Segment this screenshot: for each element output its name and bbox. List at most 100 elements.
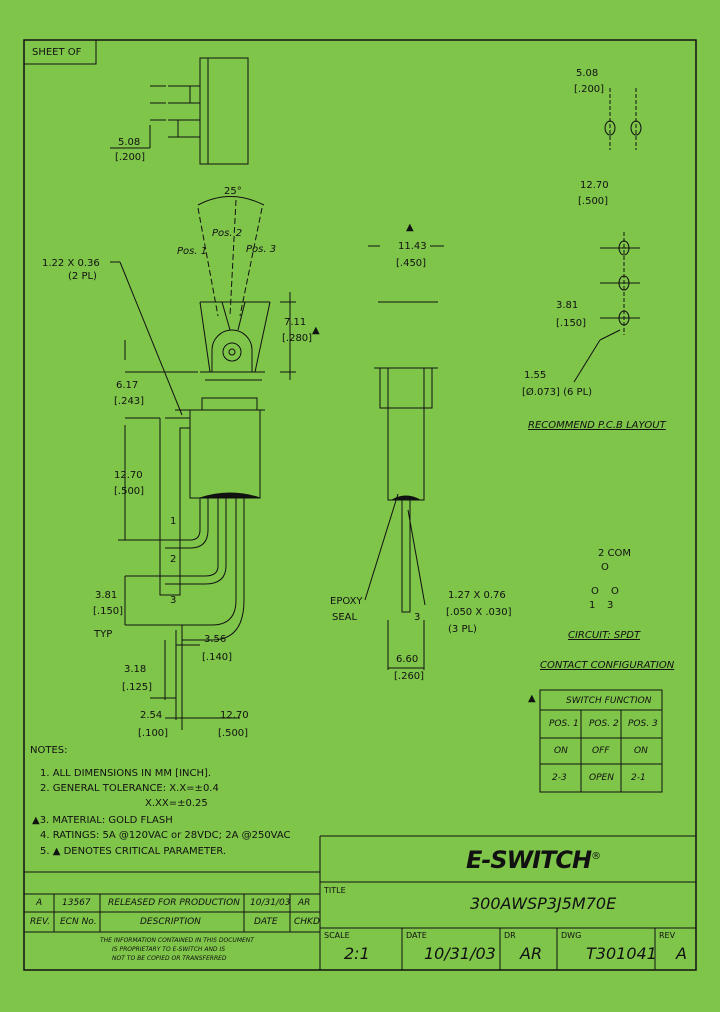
dim-356-in: [.140]: [202, 652, 233, 663]
dim-660-in: [.260]: [394, 671, 425, 682]
scale-value: 2:1: [344, 944, 370, 963]
dim-pin2-mm: 1.27 X 0.76: [448, 590, 506, 601]
pcb-381-mm: 3.81: [556, 300, 579, 311]
circuit-title: CIRCUIT: SPDT: [568, 630, 641, 641]
pcb-508-mm: 5.08: [576, 68, 599, 79]
note-2: 2. GENERAL TOLERANCE: X.X=±0.4: [40, 783, 219, 794]
note-4: 4. RATINGS: 5A @120VAC or 28VDC; 2A @250…: [40, 830, 291, 841]
rev-value: A: [676, 944, 687, 963]
td-r1c1: ON: [554, 746, 568, 756]
rev-chkd: AR: [298, 898, 311, 908]
rev-ecn: 13567: [62, 898, 91, 908]
notes-title: NOTES:: [30, 745, 68, 756]
dim-381-in: [.150]: [93, 606, 124, 617]
critical-mark-1: ▲: [312, 325, 320, 336]
pcb-155-in: [Ø.073] (6 PL): [522, 387, 593, 398]
dim-pin-mm: 1.22 X 0.36: [42, 258, 100, 269]
head-desc: DESCRIPTION: [140, 917, 201, 927]
date-value: 10/31/03: [424, 944, 496, 963]
dim-1270b-mm: 12.70: [220, 710, 249, 721]
dim-254-mm: 2.54: [140, 710, 163, 721]
dim-pin2-in: [.050 X .030]: [446, 607, 512, 618]
contact-title: CONTACT CONFIGURATION: [540, 660, 675, 671]
rev-date: 10/31/03: [250, 898, 291, 908]
dr-label: DR: [504, 931, 516, 940]
dim-pin2-pl: (3 PL): [448, 624, 477, 635]
switch-table-title: SWITCH FUNCTION: [566, 696, 652, 706]
title-label: TITLE: [324, 886, 346, 895]
label-epoxy: EPOXY: [330, 596, 363, 607]
dim-508-mm: 5.08: [118, 137, 141, 148]
td-r2c3: 2-1: [631, 773, 646, 783]
note-2b: X.XX=±0.25: [145, 798, 208, 809]
dim-711-mm: 7.11: [284, 317, 307, 328]
dim-617-mm: 6.17: [116, 380, 139, 391]
term-3: 3: [170, 595, 177, 606]
rev-a: A: [36, 898, 43, 908]
dwg-label: DWG: [561, 931, 582, 940]
circuit-n3: 3: [607, 600, 614, 611]
term-2: 2: [170, 554, 177, 565]
th-pos1: POS. 1: [549, 719, 579, 729]
dim-typ: TYP: [94, 629, 113, 640]
company-logo: E-SWITCH®: [466, 846, 601, 874]
pcb-1270-mm: 12.70: [580, 180, 609, 191]
dim-381-mm: 3.81: [95, 590, 118, 601]
dim-1143-mm: 11.43: [398, 241, 427, 252]
dim-711-in: [.280]: [282, 333, 313, 344]
td-r1c3: ON: [634, 746, 648, 756]
pcb-155-mm: 1.55: [524, 370, 547, 381]
th-pos2: POS. 2: [589, 719, 619, 729]
critical-mark-3: ▲: [528, 693, 536, 704]
date-label: DATE: [406, 931, 427, 940]
td-r2c1: 2-3: [552, 773, 567, 783]
critical-mark-2: ▲: [406, 222, 414, 233]
pcb-508-in: [.200]: [574, 84, 605, 95]
circuit-o2: O: [591, 586, 599, 597]
dim-angle: 25°: [224, 186, 242, 197]
pcb-1270-in: [.500]: [578, 196, 609, 207]
proprietary-2: IS PROPRIETARY TO E-SWITCH AND IS: [112, 946, 226, 953]
pcb-title: RECOMMEND P.C.B LAYOUT: [528, 420, 666, 431]
note-5: 5. ▲ DENOTES CRITICAL PARAMETER.: [40, 846, 227, 857]
td-r1c2: OFF: [592, 746, 610, 756]
dim-1270b-in: [.500]: [218, 728, 249, 739]
head-ecn: ECN No.: [60, 917, 97, 927]
label-pos3: Pos. 3: [246, 244, 277, 255]
dr-value: AR: [520, 944, 543, 963]
th-pos3: POS. 3: [628, 719, 658, 729]
dim-660-mm: 6.60: [396, 654, 419, 665]
label-pos1: Pos. 1: [177, 246, 208, 257]
dim-1143-in: [.450]: [396, 258, 427, 269]
circuit-o3: O: [611, 586, 619, 597]
head-rev: REV.: [30, 917, 50, 927]
dim-508-in: [.200]: [115, 152, 146, 163]
circuit-n1: 1: [589, 600, 596, 611]
circuit-o1: O: [601, 562, 609, 573]
circuit-com: 2 COM: [598, 548, 632, 559]
title-value: 300AWSP3J5M70E: [470, 894, 617, 913]
label-pos2: Pos. 2: [212, 228, 243, 239]
dwg-value: T301041: [586, 944, 657, 963]
dim-318-in: [.125]: [122, 682, 153, 693]
note-3: ▲3. MATERIAL: GOLD FLASH: [32, 815, 173, 826]
head-date: DATE: [254, 917, 278, 927]
dim-1270-mm: 12.70: [114, 470, 143, 481]
note-1: 1. ALL DIMENSIONS IN MM [INCH].: [40, 768, 212, 779]
label-seal: SEAL: [332, 612, 358, 623]
dim-pin-pl: (2 PL): [68, 271, 97, 282]
head-chkd: CHKD: [294, 917, 320, 927]
scale-label: SCALE: [324, 931, 350, 940]
sheet-label: SHEET OF: [32, 47, 82, 58]
dim-1270-in: [.500]: [114, 486, 145, 497]
pin-3-label: 3: [414, 612, 421, 623]
rev-desc: RELEASED FOR PRODUCTION: [108, 898, 240, 908]
rev-label: REV: [659, 931, 676, 940]
term-1: 1: [170, 516, 177, 527]
td-r2c2: OPEN: [589, 773, 614, 783]
proprietary-3: NOT TO BE COPIED OR TRANSFERRED: [112, 955, 227, 962]
dim-318-mm: 3.18: [124, 664, 147, 675]
pcb-381-in: [.150]: [556, 318, 587, 329]
dim-617-in: [.243]: [114, 396, 145, 407]
